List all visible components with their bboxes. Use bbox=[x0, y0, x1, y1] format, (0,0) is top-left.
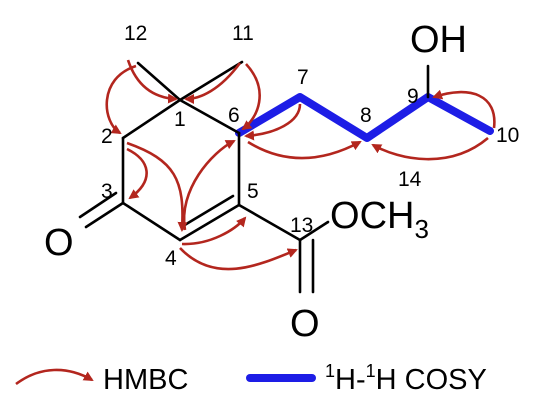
methoxy-hydrogen: H bbox=[387, 195, 414, 237]
atom-number-13: 13 bbox=[290, 214, 313, 237]
legend: HMBC 1H-1H COSY bbox=[15, 361, 487, 396]
atom-number-3: 3 bbox=[101, 180, 113, 203]
hydroxyl-label: OH bbox=[410, 19, 467, 61]
atom-number-14: 14 bbox=[398, 168, 422, 191]
atom-number-9: 9 bbox=[407, 85, 419, 108]
hmbc-h2-c4 bbox=[126, 141, 188, 232]
hmbc-h10-c8 bbox=[371, 137, 489, 161]
hmbc-h12-c2 bbox=[105, 64, 137, 135]
atom-number-6: 6 bbox=[228, 104, 240, 127]
bond-c3-o bbox=[84, 201, 125, 229]
legend-cosy-h-2: H COSY bbox=[376, 364, 487, 396]
bond-c1-c11 bbox=[178, 60, 244, 102]
bond-c5-c13 bbox=[237, 203, 302, 242]
atom-number-1: 1 bbox=[174, 108, 186, 131]
bond-c4-c5-double bbox=[181, 194, 235, 228]
hmbc-h2-c3 bbox=[126, 147, 148, 200]
heteroatom-labels: OH O O OCH3 bbox=[44, 19, 467, 345]
atom-numbers: 12 11 1 2 3 4 5 6 7 8 9 10 13 14 bbox=[101, 22, 519, 270]
methoxy-oxygen: O bbox=[330, 195, 360, 237]
hmbc-h4-c13 bbox=[179, 247, 298, 271]
legend-hmbc-arrow bbox=[15, 368, 94, 386]
methoxy-group-label: OCH3 bbox=[330, 195, 429, 244]
atom-number-7: 7 bbox=[297, 66, 309, 89]
hmbc-h7-c6 bbox=[244, 103, 302, 141]
legend-cosy-sup-1: 1 bbox=[325, 361, 335, 381]
hmbc-h10-c9 bbox=[432, 89, 496, 129]
cosy-chain-c6-c10 bbox=[235, 93, 494, 142]
bond-c1-c2 bbox=[121, 98, 182, 140]
atom-number-12: 12 bbox=[124, 22, 147, 45]
atom-number-10: 10 bbox=[496, 124, 519, 147]
hmbc-h4-c5 bbox=[181, 216, 247, 246]
hmbc-h11-c1 bbox=[184, 62, 242, 104]
bond-c3-o-double bbox=[78, 191, 118, 219]
legend-cosy-h-1: H- bbox=[335, 364, 366, 396]
methoxy-subscript: 3 bbox=[414, 214, 428, 244]
hmbc-h11-c6 bbox=[241, 63, 261, 131]
atom-number-11: 11 bbox=[232, 22, 254, 45]
hmbc-h4-c6 bbox=[182, 139, 236, 231]
legend-cosy-sup-2: 1 bbox=[366, 361, 376, 381]
legend-cosy-label: 1H-1H COSY bbox=[325, 361, 487, 396]
ester-carbonyl-oxygen-label: O bbox=[290, 303, 320, 345]
atom-number-5: 5 bbox=[247, 180, 259, 203]
atom-number-4: 4 bbox=[165, 247, 177, 270]
legend-hmbc-label: HMBC bbox=[103, 364, 188, 396]
bond-c13-o-methoxy bbox=[298, 220, 330, 242]
ketone-oxygen-label: O bbox=[44, 222, 74, 264]
bond-c4-c5 bbox=[178, 203, 241, 242]
bond-c3-c4 bbox=[121, 201, 182, 242]
hmbc-h12-c1 bbox=[126, 59, 178, 104]
bond-c1-c6 bbox=[178, 98, 241, 135]
hmbc-h6-c8 bbox=[247, 140, 362, 160]
cosy-bonds bbox=[235, 93, 494, 142]
atom-number-8: 8 bbox=[360, 104, 372, 127]
atom-number-2: 2 bbox=[101, 125, 113, 148]
methoxy-carbon: C bbox=[360, 195, 387, 237]
hmbc-arrows bbox=[105, 59, 496, 271]
skeleton-bonds bbox=[78, 60, 430, 294]
